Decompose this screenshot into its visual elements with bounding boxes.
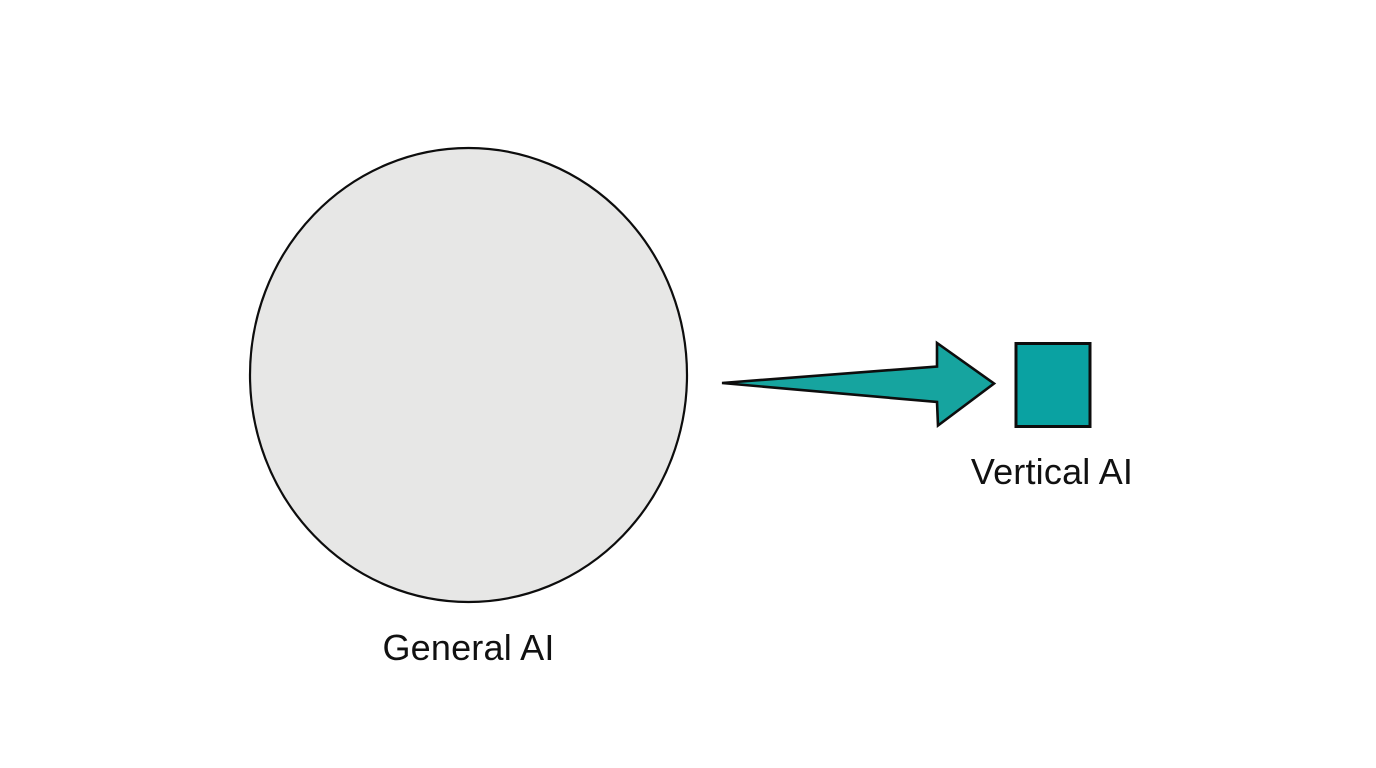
general-ai-label: General AI [382,627,555,668]
vertical-ai-square [1014,342,1092,428]
right-arrow-icon [721,340,997,429]
general-ai-circle [248,146,689,604]
vertical-ai-label: Vertical AI [970,451,1134,492]
